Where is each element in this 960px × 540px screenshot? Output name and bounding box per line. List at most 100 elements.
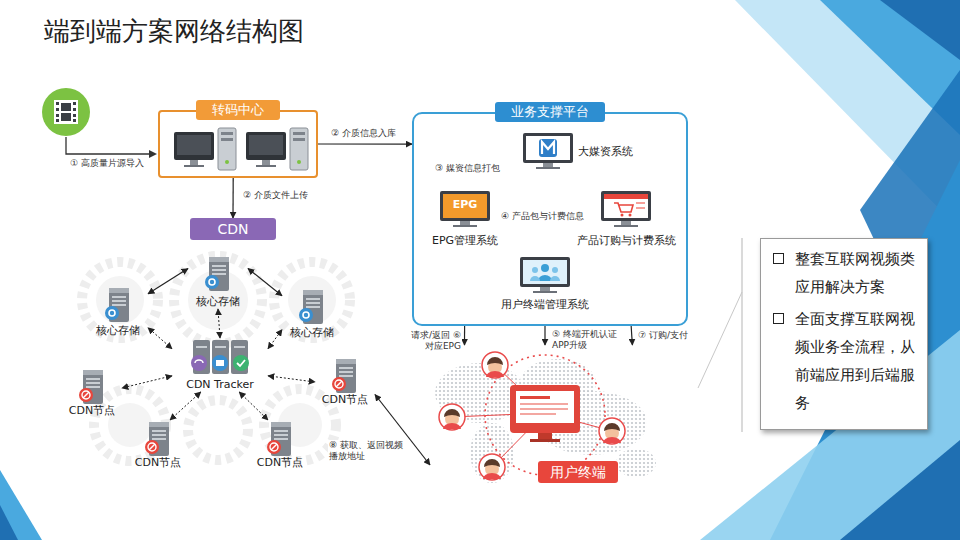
bullet-text: 全面支撑互联网视频业务全流程，从前端应用到后端服务 [795,305,917,417]
node-icon [265,420,295,462]
circle-part [621,214,624,217]
node-label: 大媒资系统 [578,145,633,159]
node-icon [600,190,652,232]
slide-title: 端到端方案网络结构图 [44,14,304,48]
rect-part [339,367,353,369]
rect-part [543,163,553,167]
polygon-part [0,505,18,540]
rect-part [54,100,78,124]
rect-part [56,102,59,105]
g-part [56,102,76,122]
rect-part [339,375,353,377]
bullet-text: 整套互联网视频类应用解决方案 [795,245,917,301]
node-icon [519,256,571,298]
circle-part [82,391,90,399]
path-part [237,360,245,366]
svg-part [143,420,173,458]
circle-part [270,443,278,451]
edge-label: ⑤ 终端开机认证 APP升级 [551,329,625,351]
rect-part [306,298,320,300]
server-node: CDN Tracker [172,338,268,392]
rect-part [306,306,320,308]
svg-part [600,190,652,228]
rect-part [440,191,490,221]
rect-part [61,113,71,121]
rect-part [520,403,568,405]
rect-part [215,346,226,348]
system-node: 大媒资系统 [522,132,652,174]
server-node: CDN节点 [62,368,122,418]
node-icon [143,420,173,462]
rect-part [540,287,550,291]
rect-part [274,438,288,440]
rect-part [216,360,224,366]
rect-part [231,340,248,374]
rect-part [152,434,166,436]
screen-text: EPG [453,198,478,212]
rect-part [290,128,308,170]
node-label: 产品订购与计费系统 [577,234,676,248]
rect-part [271,422,291,456]
svg-part [103,286,133,324]
svg-part [77,368,107,406]
rect-part [184,165,204,167]
path-part [538,275,552,281]
path-part [487,357,503,365]
rect-part [174,132,214,160]
rect-part [86,386,100,388]
ellipse-part [470,423,514,483]
node-label: CDN节点 [257,456,303,470]
node-label: CDN节点 [135,456,181,470]
dashed-connector [239,392,268,420]
rect-part [56,108,59,111]
svg-part [160,112,316,176]
group-frame: 转码中心 [158,110,318,178]
rect-part [293,132,305,135]
rect-part [112,304,126,306]
svg-part [522,132,574,170]
edge-label: ② 介质文件上传 [242,190,309,201]
rect-part [604,194,648,199]
dashed-connector [148,328,172,349]
rect-part [271,422,291,427]
server-node: CDN节点 [315,357,375,407]
node-icon [203,255,233,297]
rect-part [61,103,71,111]
bullet-row: 整套互联网视频类应用解决方案 [769,245,917,301]
path-part [614,203,633,212]
rect-part [234,346,245,348]
edge-label: ② 介质信息入库 [330,128,397,139]
rect-part [274,430,288,432]
edge-label: ⑧ 获取、返回视频 播放地址 [328,440,410,462]
circle-part [233,355,249,371]
terminal-label: 用户终端 [538,461,618,483]
dashed-connector [122,376,172,388]
circle-part [42,88,90,136]
path-part [486,371,504,377]
rect-part [523,133,573,163]
system-node: 产品订购与计费系统 [572,190,680,248]
rect-part [538,433,552,439]
circle-part [629,214,632,217]
system-node: EPGEPG管理系统 [425,190,505,248]
rect-part [520,413,556,415]
circle-part [532,267,538,273]
server-node: 核心存储 [188,255,248,309]
circle-part [541,264,549,272]
rect-part [636,207,645,209]
rect-part [177,135,211,155]
rect-part [530,439,560,442]
g-part [435,359,656,483]
svg-part [519,256,571,294]
circle-part [79,388,93,402]
circle-part [188,400,248,460]
path-part [542,142,554,154]
rect-part [336,359,356,393]
polygon-part [880,0,960,60]
circle-part [267,440,281,454]
rect-part [262,160,270,165]
rect-part [604,194,648,218]
rect-part [212,273,226,275]
rect-part [336,359,356,364]
